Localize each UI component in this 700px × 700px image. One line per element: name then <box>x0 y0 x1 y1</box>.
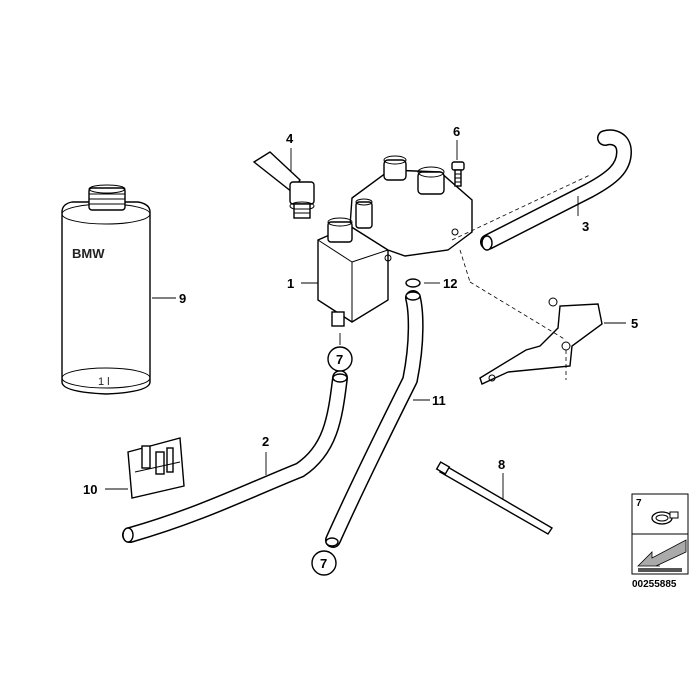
callout-11: 11 <box>432 393 446 408</box>
callout-4: 4 <box>286 131 294 146</box>
expansion-tank <box>317 155 473 327</box>
hose-clip <box>127 437 185 499</box>
cable-tie <box>435 461 553 535</box>
callout-7-lower: 7 <box>311 550 337 576</box>
callout-10: 10 <box>83 482 97 497</box>
hose-lower <box>122 370 348 543</box>
callout-5: 5 <box>631 316 638 331</box>
callout-3: 3 <box>582 219 589 234</box>
callout-2: 2 <box>262 434 269 449</box>
callout-7-upper: 7 <box>327 346 353 372</box>
svg-text:7: 7 <box>320 556 327 571</box>
screw <box>451 161 465 187</box>
bracket <box>479 297 603 385</box>
diagram-id: 00255885 <box>632 579 677 590</box>
callout-9: 9 <box>179 291 186 306</box>
legend-ref-7: 7 <box>636 498 642 509</box>
hose-clamp-icon <box>651 511 679 525</box>
callout-6: 6 <box>453 124 460 139</box>
legend-box: 7 00255885 <box>631 493 689 590</box>
svg-text:7: 7 <box>336 352 343 367</box>
coolant-bottle: BMW 1 l <box>61 184 151 395</box>
level-sensor <box>252 151 315 219</box>
callout-12: 12 <box>443 276 457 291</box>
bottle-volume-label: 1 l <box>98 376 110 388</box>
callout-8: 8 <box>498 457 505 472</box>
hose-upper <box>480 129 633 251</box>
callout-1: 1 <box>287 276 294 291</box>
hose-middle <box>325 290 424 548</box>
bottle-brand-label: BMW <box>72 246 105 261</box>
arrow-icon <box>637 539 687 572</box>
